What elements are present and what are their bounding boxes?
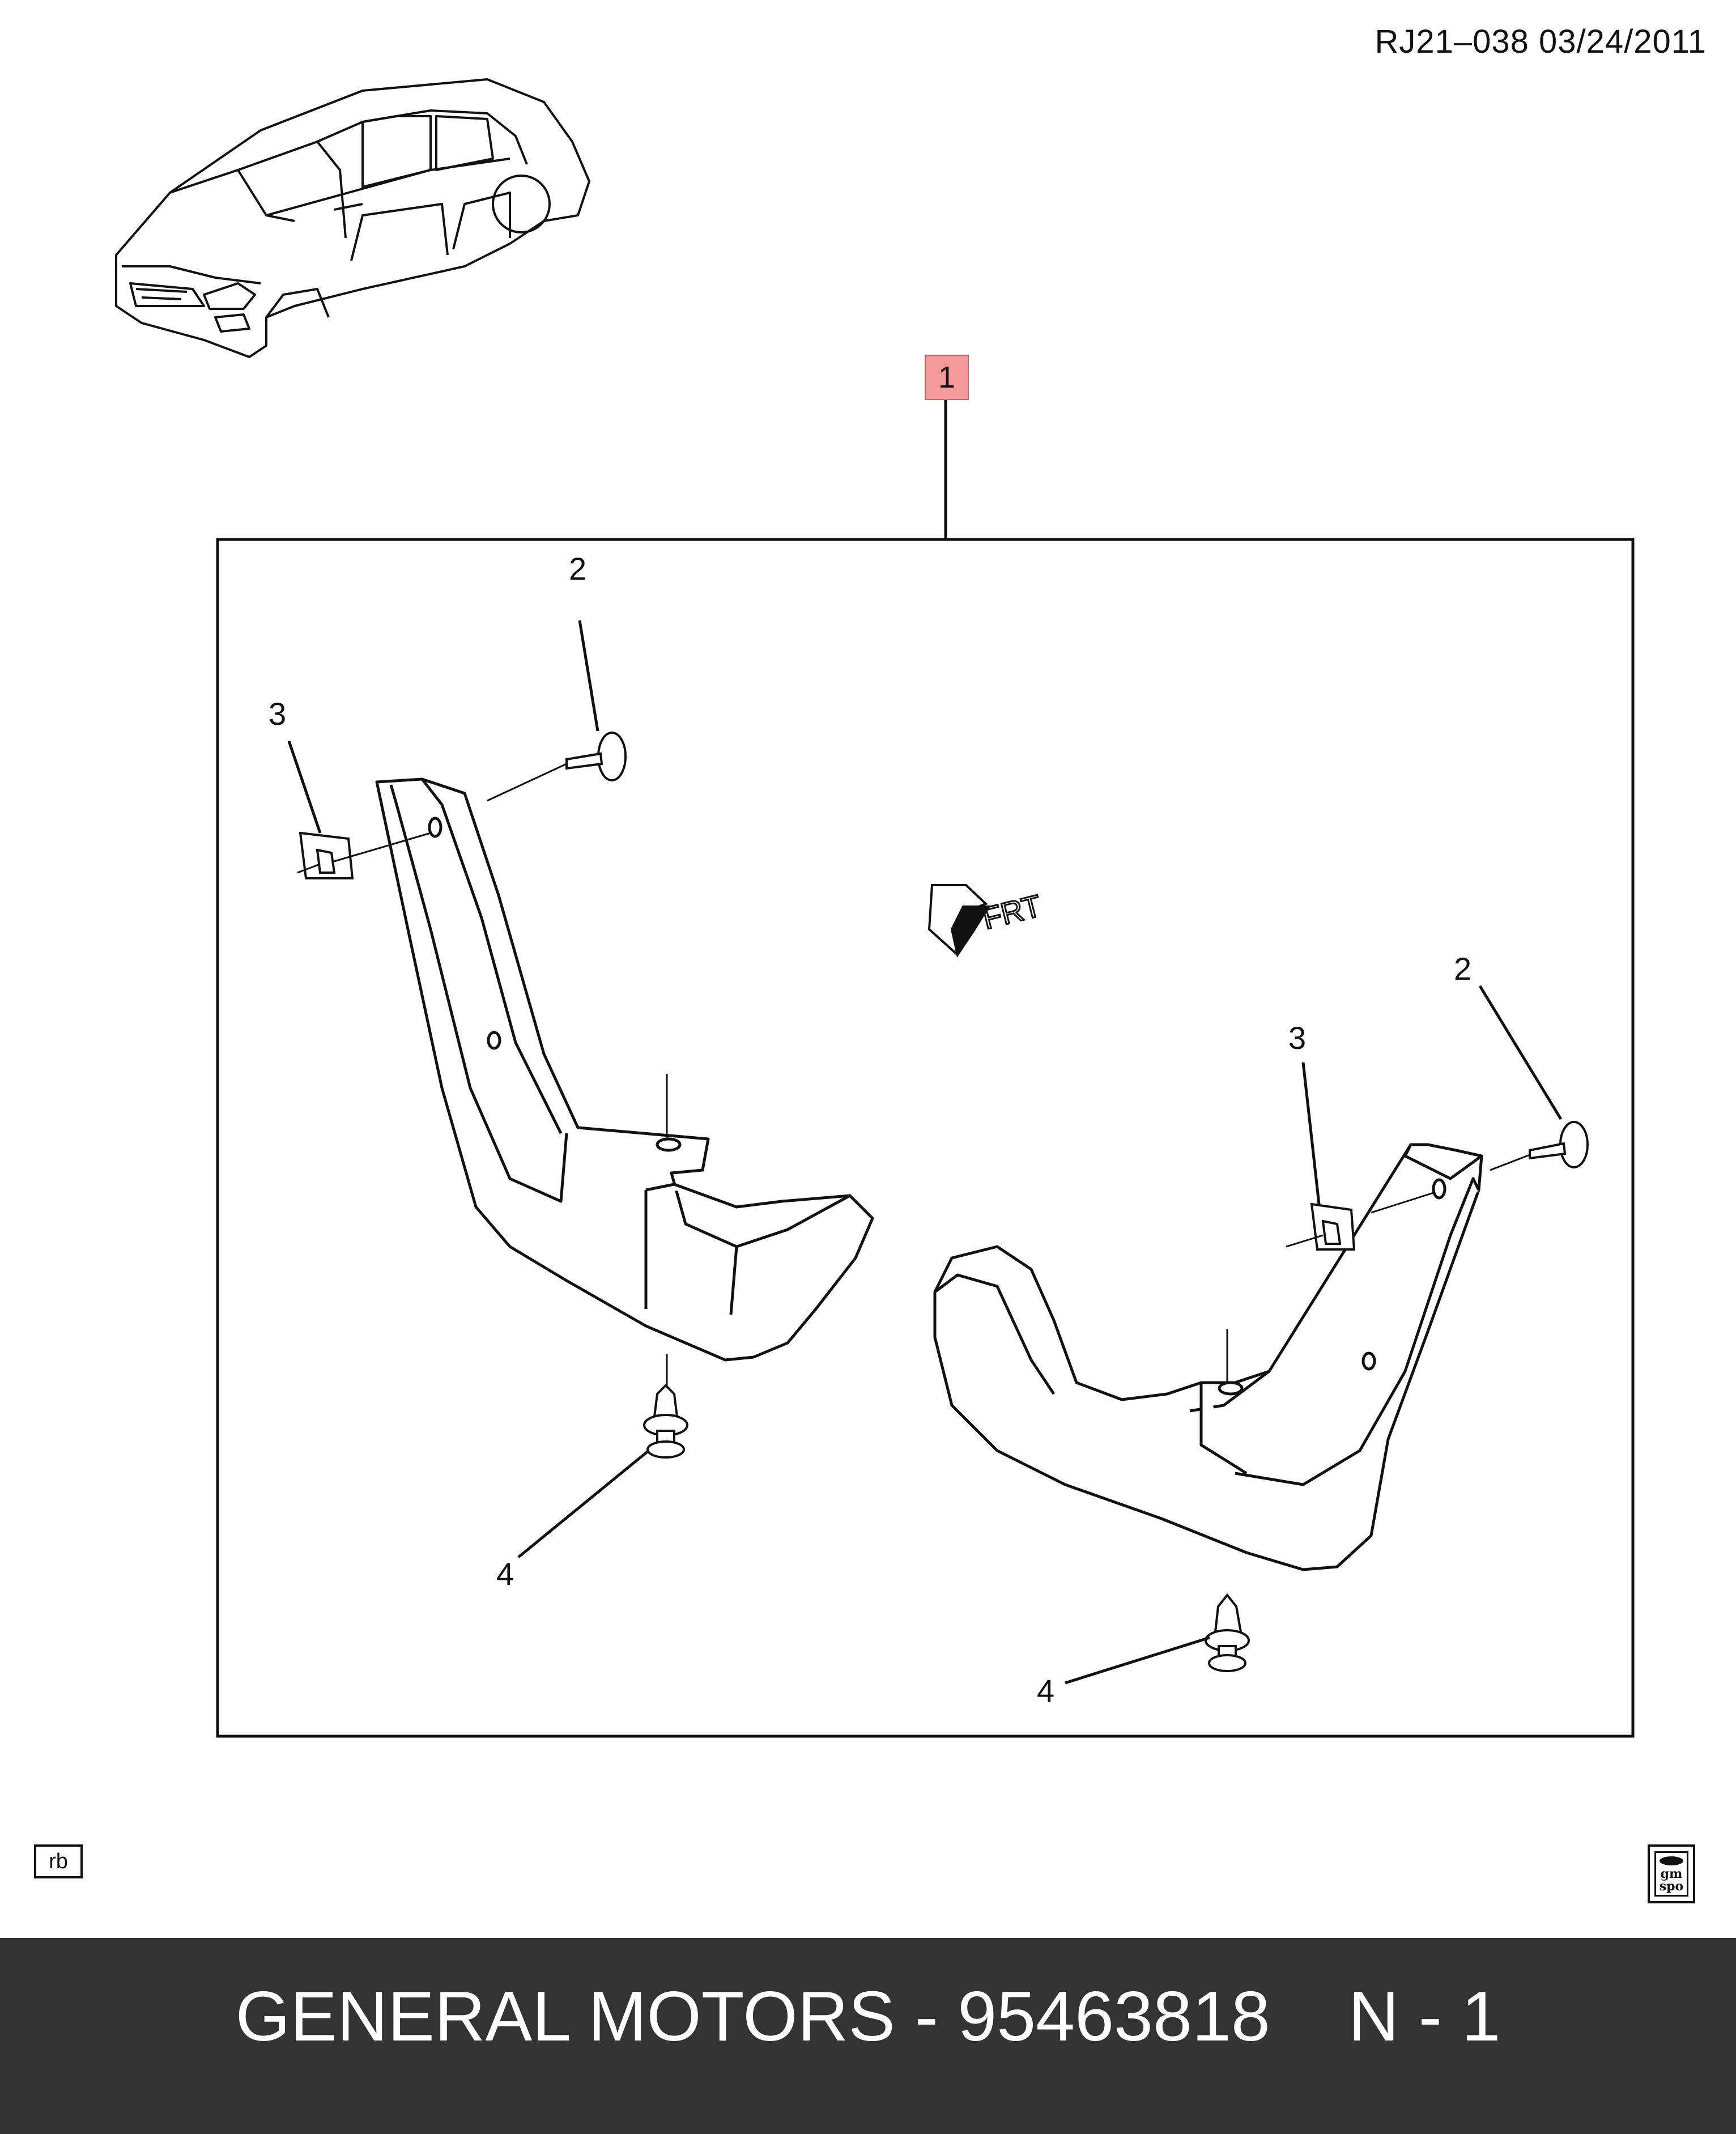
right-nut (1286, 1062, 1434, 1251)
diagram-reference: RJ21–038 03/24/2011 (1375, 23, 1707, 60)
callout-left-nut[interactable]: 3 (269, 696, 287, 732)
footer-bar: GENERAL MOTORS - 95463818 N - 1 (0, 1938, 1736, 2134)
vehicle-thumbnail (115, 78, 590, 358)
logo-text-top: gm (1660, 1867, 1683, 1881)
gm-spo-logo: gm spo (1648, 1844, 1695, 1903)
left-bolt (487, 620, 627, 802)
front-direction-arrow: FRT (927, 884, 1045, 958)
callout-left-bolt[interactable]: 2 (569, 551, 587, 586)
footer-part-title: GENERAL MOTORS - 95463818 N - 1 (235, 1978, 1501, 2056)
parts-diagram: FRT (115, 78, 1635, 1738)
assembly-frame (216, 538, 1635, 1738)
left-mud-flap (375, 777, 874, 1362)
left-clip (517, 1384, 688, 1558)
logo-text-bottom: spo (1659, 1879, 1684, 1894)
callout-right-clip[interactable]: 4 (1037, 1673, 1055, 1708)
right-mud-flap (933, 1143, 1483, 1571)
left-nut (287, 741, 431, 879)
frt-label: FRT (979, 889, 1044, 936)
callout-right-nut[interactable]: 3 (1288, 1020, 1307, 1056)
right-clip (1065, 1593, 1250, 1685)
rb-label: rb (34, 1844, 83, 1878)
right-bolt (1478, 985, 1589, 1171)
callout-left-clip[interactable]: 4 (496, 1556, 514, 1592)
callout-1[interactable]: 1 (925, 355, 969, 400)
callout-right-bolt[interactable]: 2 (1454, 951, 1472, 987)
